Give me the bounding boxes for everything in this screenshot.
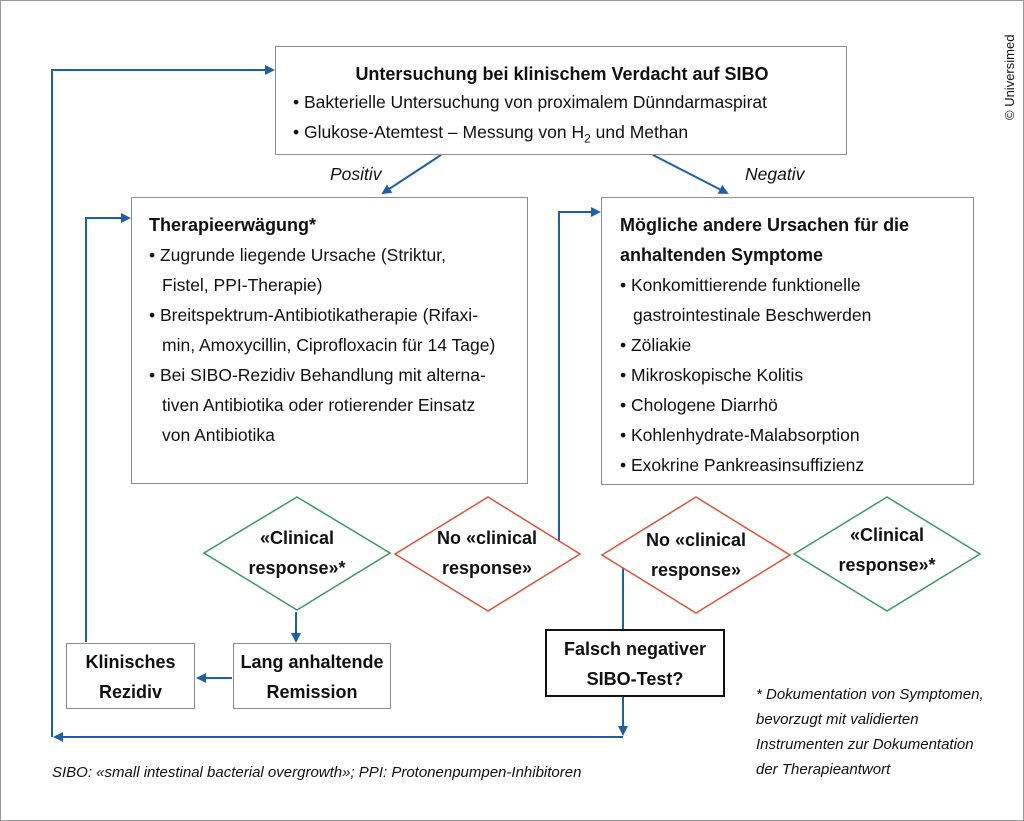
- relapse-line: Rezidiv: [98, 682, 163, 702]
- relapse-text: Klinisches Rezidiv: [67, 647, 194, 707]
- label-positive: Positiv: [330, 164, 382, 184]
- therapy-line: tiven Antibiotika oder rotierender Einsa…: [162, 395, 476, 415]
- diamond-text: No «clinical: [645, 530, 747, 550]
- suspicion-box: Untersuchung bei klinischem Verdacht auf…: [275, 46, 847, 155]
- remission-box: Lang anhaltende Remission: [233, 643, 391, 709]
- other-causes-line: • Zöliakie: [620, 335, 692, 355]
- other-causes-line: • Chologene Diarrhö: [620, 395, 778, 415]
- diamond-text: «Clinical: [259, 528, 335, 548]
- suspicion-item-breath-test: • Glukose-Atemtest – Messung von H2 und …: [293, 117, 688, 154]
- therapy-line: Fistel, PPI-Therapie): [162, 275, 323, 295]
- diamond-text: No «clinical: [436, 528, 538, 548]
- therapy-line: • Bei SIBO-Rezidiv Behandlung mit altern…: [149, 365, 486, 385]
- therapy-line: von Antibiotika: [162, 425, 275, 445]
- other-causes-title: anhaltenden Symptome: [620, 245, 824, 265]
- other-causes-title: Mögliche andere Ursachen für die: [620, 215, 910, 235]
- diamond-no-response-left: [393, 496, 582, 612]
- footnote-line: bevorzugt mit validierten: [756, 711, 919, 728]
- arrow-return-to-top: [51, 65, 275, 737]
- footnote-line: Instrumenten zur Dokumentation: [756, 736, 974, 753]
- diamond-label-no-response-left: No «clinical response»: [407, 523, 567, 583]
- diamond-text: response»*: [248, 558, 346, 578]
- breath-test-subscript: 2: [584, 131, 591, 146]
- other-causes-line: • Mikroskopische Kolitis: [620, 365, 804, 385]
- false-negative-box: Falsch negativer SIBO-Test?: [545, 629, 725, 697]
- remission-line: Remission: [266, 682, 358, 702]
- therapy-box: Therapieerwägung* • Zugrunde liegende Ur…: [131, 197, 528, 484]
- diamond-text: response»: [650, 560, 742, 580]
- footnote-line: der Therapieantwort: [756, 761, 891, 778]
- therapy-title: Therapieerwägung*: [149, 215, 317, 235]
- suspicion-title: Untersuchung bei klinischem Verdacht auf…: [355, 64, 769, 84]
- other-causes-line: • Kohlenhydrate-Malabsorption: [620, 425, 860, 445]
- other-causes-line: gastrointestinale Beschwerden: [633, 305, 872, 325]
- therapy-line: • Breitspektrum-Antibiotikatherapie (Rif…: [149, 305, 479, 325]
- breath-test-suffix: und Methan: [590, 122, 689, 142]
- arrow-no-response-to-other-causes: [558, 207, 601, 544]
- footnote: * Dokumentation von Symptomen, bevorzugt…: [756, 682, 984, 782]
- diamond-clinical-response-left: [202, 496, 392, 611]
- false-negative-text: Falsch negativer SIBO-Test?: [547, 634, 723, 694]
- relapse-box: Klinisches Rezidiv: [66, 643, 195, 709]
- copyright-text: © Universimed: [1002, 34, 1017, 120]
- other-causes-line: • Exokrine Pankreasinsuffizienz: [620, 455, 865, 475]
- label-negative: Negativ: [745, 164, 805, 184]
- therapy-line: min, Amoxycillin, Ciprofloxacin für 14 T…: [162, 335, 496, 355]
- footnote-line: * Dokumentation von Symptomen,: [756, 686, 984, 703]
- arrow-positive: [381, 154, 442, 195]
- arrow-negative: [652, 154, 729, 194]
- diamond-clinical-response-right: [792, 496, 982, 612]
- suspicion-item-aspirate: • Bakterielle Untersuchung von proximale…: [293, 92, 767, 112]
- therapy-line: • Zugrunde liegende Ursache (Striktur,: [149, 245, 446, 265]
- abbreviations-note: SIBO: «small intestinal bacterial overgr…: [52, 764, 582, 781]
- diamond-text: response»: [441, 558, 533, 578]
- diamond-text: response»*: [838, 555, 936, 575]
- diamond-text: «Clinical: [849, 525, 925, 545]
- remission-text: Lang anhaltende Remission: [234, 647, 390, 707]
- relapse-line: Klinisches: [85, 652, 176, 672]
- breath-test-text: • Glukose-Atemtest – Messung von H: [293, 122, 585, 142]
- diamond-no-response-right: [600, 496, 792, 614]
- remission-line: Lang anhaltende: [240, 652, 384, 672]
- other-causes-line: • Konkomittierende funktionelle: [620, 275, 861, 295]
- false-negative-line: SIBO-Test?: [586, 669, 684, 689]
- other-causes-box: Mögliche andere Ursachen für die anhalte…: [601, 197, 974, 485]
- arrow-relapse-to-therapy: [85, 213, 131, 642]
- diamond-label-no-response-right: No «clinical response»: [616, 525, 776, 585]
- false-negative-line: Falsch negativer: [563, 639, 707, 659]
- diamond-label-clinical-response-right: «Clinical response»*: [807, 520, 967, 580]
- diamond-label-clinical-response-left: «Clinical response»*: [217, 523, 377, 583]
- copyright-notice: © Universimed: [1002, 35, 1017, 120]
